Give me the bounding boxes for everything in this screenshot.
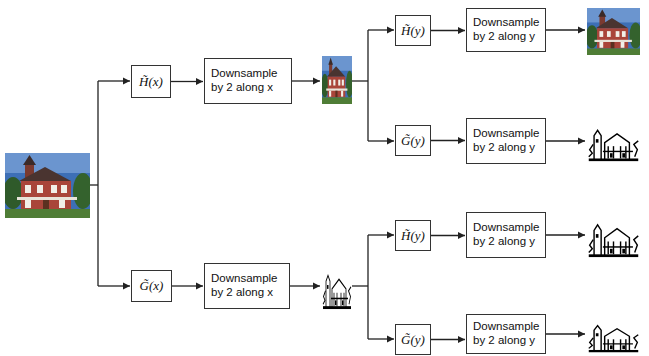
filter-box: H̃(x) [131, 65, 171, 98]
lh-image [587, 118, 640, 162]
filter-box: G̃(y) [395, 125, 431, 156]
process-label: Downsample by 2 along y [473, 16, 539, 44]
filter-box: G̃(y) [395, 324, 431, 355]
filter-box: H̃(y) [395, 15, 431, 46]
process-label: Downsample by 2 along y [473, 320, 539, 348]
process-box: Downsample by 2 along x [204, 263, 290, 309]
filter-label: H̃(y) [401, 228, 425, 244]
process-label: Downsample by 2 along y [473, 221, 539, 249]
process-box: Downsample by 2 along y [466, 8, 546, 52]
ll-image [586, 8, 642, 55]
hl-image [587, 212, 640, 258]
highpass-x-image [322, 262, 352, 310]
arrow-connector [431, 235, 465, 236]
filter-label: G̃(y) [401, 332, 425, 348]
process-label: Downsample by 2 along y [473, 127, 539, 155]
wires [90, 30, 585, 339]
hh-image [587, 315, 640, 353]
filter-label: H̃(x) [139, 74, 163, 90]
lowpass-x-image [321, 56, 353, 104]
process-box: Downsample by 2 along y [466, 118, 546, 164]
process-label: Downsample by 2 along x [211, 67, 285, 95]
input-image [3, 153, 93, 218]
process-box: Downsample by 2 along y [466, 212, 546, 258]
filter-box: G̃(x) [131, 270, 172, 302]
filter-label: H̃(y) [401, 23, 425, 39]
filter-box: H̃(y) [395, 220, 431, 251]
arrow-connector [431, 339, 465, 340]
arrow-connector [431, 30, 465, 31]
process-label: Downsample by 2 along x [211, 272, 283, 300]
arrow-connector [172, 285, 203, 286]
arrow-connector [431, 140, 465, 141]
process-box: Downsample by 2 along y [466, 314, 546, 354]
arrow-connector [171, 81, 203, 82]
filter-label: G̃(x) [140, 278, 164, 294]
filter-label: G̃(y) [401, 133, 425, 149]
process-box: Downsample by 2 along x [204, 58, 292, 104]
